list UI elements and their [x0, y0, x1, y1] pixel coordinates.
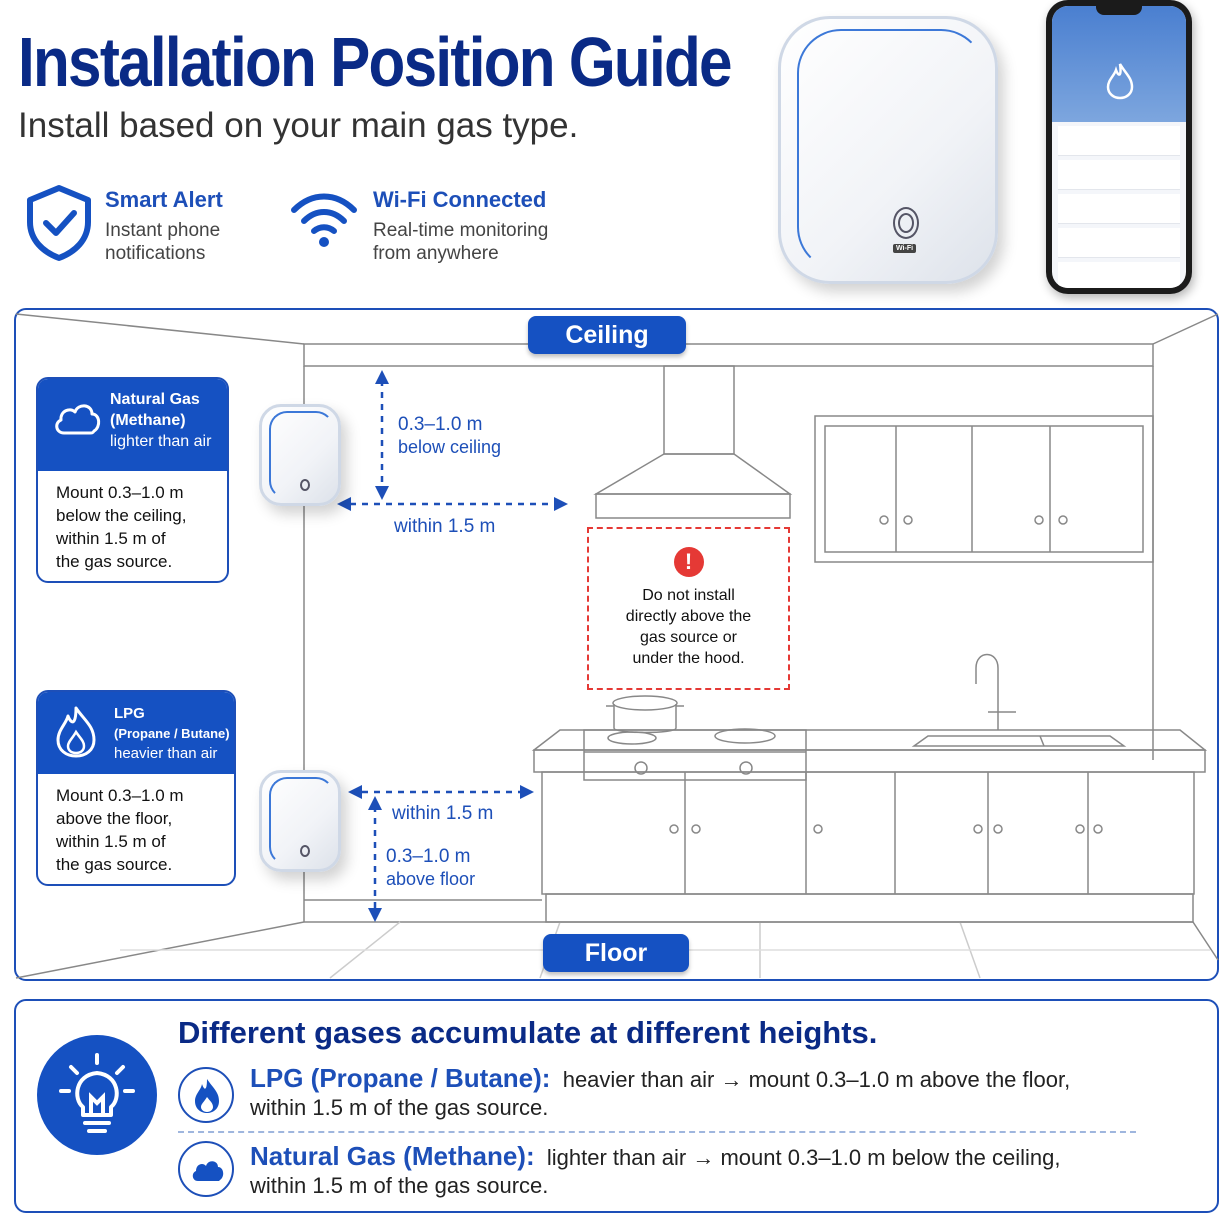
feature-title: Wi-Fi Connected: [373, 187, 547, 212]
phone-record-row: [1058, 194, 1180, 224]
lpg-card: LPG (Propane / Butane) heavier than air …: [36, 690, 236, 886]
natural-gas-card: Natural Gas (Methane) lighter than air M…: [36, 377, 229, 583]
gas-detector-device: Wi-Fi: [778, 16, 998, 284]
flame-icon: [1106, 63, 1134, 100]
page-subtitle: Install based on your main gas type.: [18, 106, 579, 145]
lpg-summary-badge: [178, 1067, 234, 1123]
ceiling-label: Ceiling: [528, 316, 686, 354]
feature-smart-alert: Smart Alert Instant phone notifications: [105, 187, 223, 265]
phone-smart-row: [1058, 228, 1180, 258]
wifi-badge: Wi-Fi: [893, 244, 917, 253]
lightbulb-badge: [37, 1035, 157, 1155]
warning-text: Do not install directly above the gas so…: [625, 587, 752, 667]
floor-horizontal-label: within 1.5 m: [392, 803, 494, 824]
page-title: Installation Position Guide: [18, 23, 733, 101]
detector-floor-position: [259, 770, 341, 872]
cloud-icon: [55, 404, 101, 435]
warning-icon: !: [673, 547, 704, 577]
ceiling-distance-label: 0.3–1.0 m below ceiling: [398, 414, 502, 457]
phone-status-row: [1058, 126, 1180, 156]
shield-check-icon: [27, 185, 91, 261]
lightbulb-icon: [59, 1053, 135, 1133]
feature-title: Smart Alert: [105, 187, 223, 212]
natural-gas-instructions: Mount 0.3–1.0 m below the ceiling, withi…: [56, 483, 187, 571]
summary-panel: [14, 999, 1219, 1213]
phone-set-row: [1058, 262, 1180, 288]
phone-value-row: [1058, 160, 1180, 190]
summary-divider: [178, 1131, 1136, 1133]
cloud-icon: [192, 1161, 224, 1181]
feature-desc: Real-time monitoring from anywhere: [373, 220, 549, 264]
wifi-icon: [291, 193, 357, 247]
kitchen-illustration: [15, 313, 1219, 979]
floor-label: Floor: [543, 934, 689, 972]
detector-ceiling-position: [259, 404, 341, 506]
no-install-zone: ! Do not install directly above the gas …: [587, 527, 790, 690]
fingerprint-icon: [893, 207, 919, 239]
phone-mockup: [1046, 0, 1192, 294]
lpg-summary-text: LPG (Propane / Butane): heavier than air…: [250, 1063, 1071, 1120]
ceiling-horizontal-label: within 1.5 m: [394, 516, 496, 537]
flame-icon: [56, 706, 96, 758]
feature-wifi-connected: Wi-Fi Connected Real-time monitoring fro…: [373, 187, 548, 265]
floor-distance-label: 0.3–1.0 m above floor: [386, 846, 476, 889]
flame-icon: [195, 1079, 219, 1113]
feature-desc: Instant phone notifications: [105, 220, 221, 264]
natural-gas-summary-badge: [178, 1141, 234, 1197]
summary-heading: Different gases accumulate at different …: [178, 1015, 878, 1050]
installation-diagram: [14, 308, 1219, 981]
lpg-instructions: Mount 0.3–1.0 m above the floor, within …: [56, 786, 184, 874]
natural-gas-summary-text: Natural Gas (Methane): lighter than air …: [250, 1141, 1061, 1198]
